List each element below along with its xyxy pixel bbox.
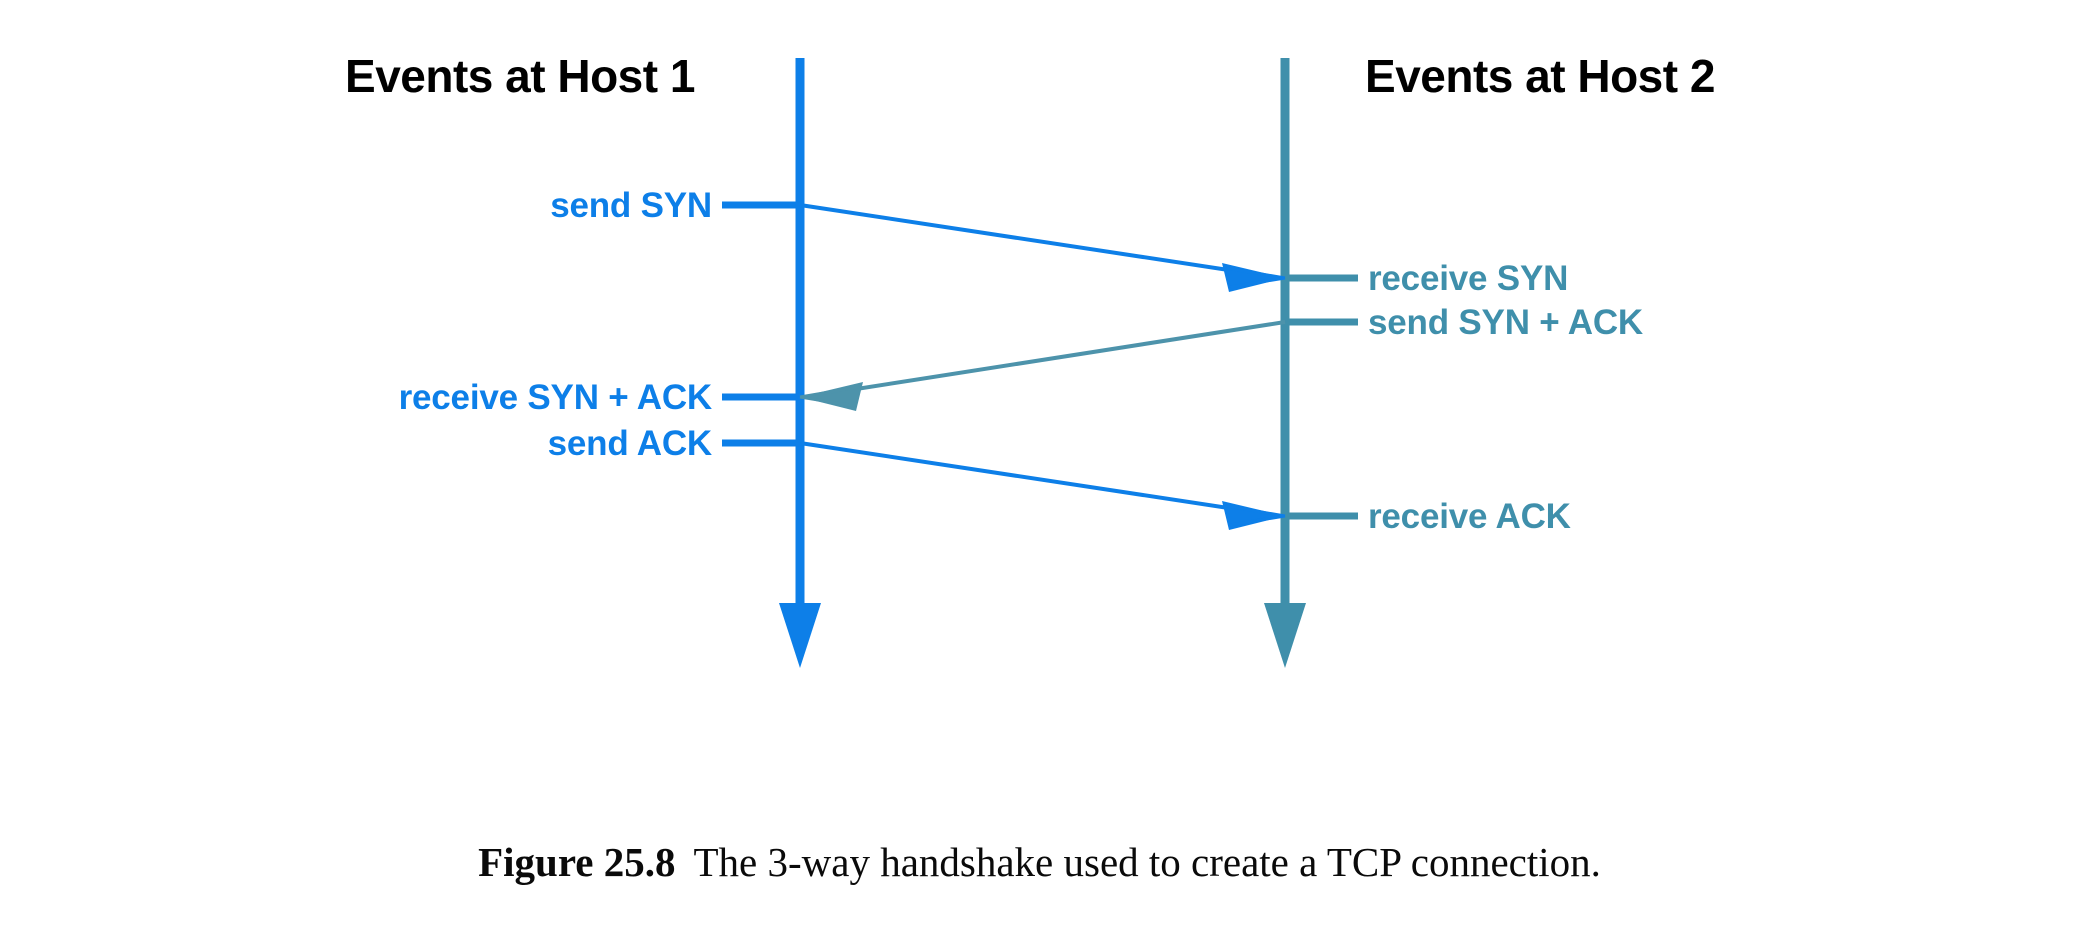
message-syn-barb-a	[1225, 266, 1286, 280]
event-label-receive-syn-ack: receive SYN + ACK	[399, 378, 712, 417]
timeline-host1-arrowhead	[779, 603, 821, 668]
message-syn-barb-b	[1229, 276, 1286, 289]
message-arrow-syn	[799, 203, 1286, 292]
figure-caption: Figure 25.8 The 3-way handshake used to c…	[0, 838, 2079, 886]
message-ack-barb-b	[1229, 514, 1286, 527]
figure-caption-number: Figure 25.8	[478, 839, 676, 885]
event-label-receive-ack: receive ACK	[1368, 497, 1571, 536]
message-ack-barb-a	[1225, 504, 1286, 518]
message-arrow-syn-ack	[799, 320, 1286, 411]
event-label-send-syn-ack: send SYN + ACK	[1368, 303, 1643, 342]
timeline-host2-arrowhead	[1264, 603, 1306, 668]
timeline-host1	[779, 58, 821, 668]
host1-title: Events at Host 1	[345, 50, 695, 102]
host2-title: Events at Host 2	[1365, 50, 1715, 102]
message-ack-line	[799, 441, 1269, 516]
message-syn-line	[799, 203, 1269, 278]
message-syn-ack-barb-a	[799, 385, 860, 399]
timeline-host2	[1264, 58, 1306, 668]
message-syn-ack-barb-b	[799, 395, 856, 408]
message-syn-ack-line	[817, 320, 1286, 397]
event-label-receive-syn: receive SYN	[1368, 259, 1568, 298]
event-label-send-syn: send SYN	[550, 186, 712, 225]
figure-caption-text: The 3-way handshake used to create a TCP…	[693, 839, 1601, 885]
message-arrow-ack	[799, 441, 1286, 530]
event-label-send-ack: send ACK	[548, 424, 712, 463]
